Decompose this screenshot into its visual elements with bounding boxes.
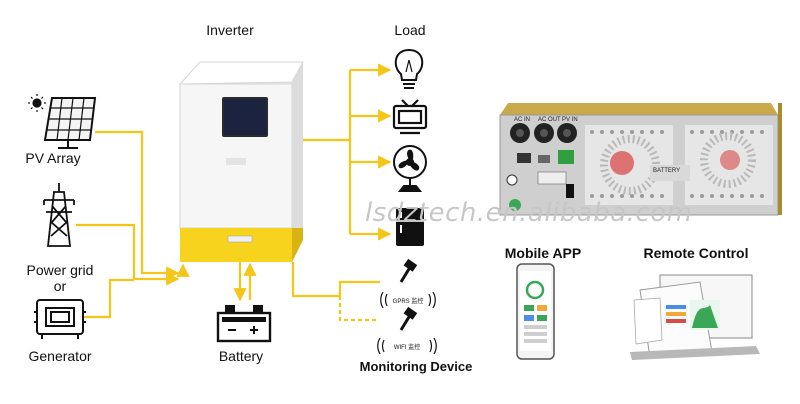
generator-icon [34,299,86,339]
battery-label: Battery [218,348,264,364]
laptop-icon [630,274,760,360]
sun-icon [28,94,46,112]
mobile-app-label: Mobile APP [504,245,582,261]
phone-icon [516,263,555,360]
watermark: lsdztech.en.alibaba.com [365,198,693,228]
load-label: Load [394,22,426,38]
fan-icon [393,145,427,192]
rear-port-label-3: PV IN [562,117,578,123]
inverter-unit [178,61,304,262]
remote-control-label: Remote Control [643,245,749,261]
rear-battery-label: BATTERY [653,168,680,174]
battery-icon [216,305,272,343]
rear-port-label-2: AC OUT [538,117,561,123]
rear-port-label-1: AC IN [514,117,530,123]
gprs-tag: GPRS 监控 [393,297,424,305]
tv-icon [392,99,428,135]
or-label: or [53,278,67,294]
power-grid-label: Power grid [26,262,94,278]
connection-lines [76,63,392,322]
wifi-antenna-icon [377,306,437,355]
wifi-tag: WIFI 监控 [394,343,420,351]
inverter-label: Inverter [206,22,254,38]
generator-label: Generator [28,348,92,364]
fridge-icon [396,208,424,246]
pv-array-label: PV Array [25,150,81,166]
light-bulb-icon [394,48,424,89]
power-tower-icon [43,183,75,247]
inverter-rear-photo [499,103,782,216]
monitoring-device-label: Monitoring Device [359,359,473,374]
solar-panel-icon [43,97,97,149]
gprs-antenna-icon [380,258,436,309]
inverter-lcd-screen [222,97,268,137]
